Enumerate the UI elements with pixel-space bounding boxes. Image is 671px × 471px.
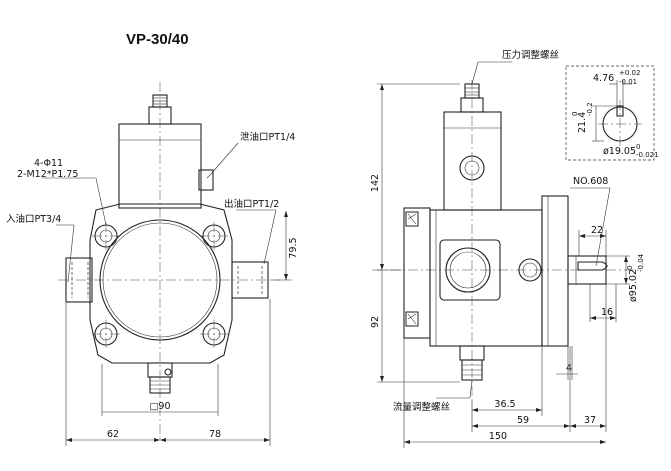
label-drain-port: 泄油口PT1/4 [240, 131, 295, 143]
label-inlet-port: 入油口PT3/4 [6, 213, 61, 225]
inlet-port-boss [65, 257, 93, 303]
main-bore [99, 219, 221, 341]
side-shaft [567, 255, 607, 285]
key-diameter: ø19.05 [603, 146, 636, 157]
dim-37: 37 [584, 415, 596, 426]
outlet-port-boss [231, 261, 269, 299]
side-mount-flange [541, 195, 569, 347]
key-diameter-tol-lower: -0.021 [636, 151, 659, 159]
dim-4: 4 [566, 363, 572, 374]
label-thread: 2-M12*P1.75 [17, 169, 78, 180]
label-pressure-screw: 压力调整螺丝 [502, 49, 559, 61]
key-width: 4.76 [593, 73, 614, 84]
key-width-tol-upper: +0.02 [619, 69, 640, 77]
dim-59: 59 [517, 415, 529, 426]
dim-79-5: 79.5 [288, 237, 299, 258]
mounting-holes [92, 222, 228, 348]
front-body-outline [89, 203, 233, 364]
key-height-tol-upper: 0 [571, 112, 579, 116]
drawing-title: VP-30/40 [126, 31, 189, 48]
dim-142: 142 [370, 174, 381, 192]
front-view: 79.5 □90 62 78 泄油口PT1/4 4-Φ11 2-M12*P1.7… [6, 82, 299, 446]
side-key [577, 261, 608, 271]
dim-78: 78 [209, 429, 221, 440]
dim-shaft-tol-upper: 0 [626, 266, 634, 270]
drain-port-boss [198, 169, 214, 191]
dim-square-90: □90 [149, 401, 170, 412]
side-body [429, 209, 543, 347]
key-width-tol-lower: -0.01 [619, 78, 637, 86]
dim-92: 92 [370, 316, 381, 328]
label-key-no: NO.608 [573, 176, 608, 187]
side-flange [403, 207, 431, 339]
dim-16: 16 [601, 307, 613, 318]
key-diameter-tol-upper: 0 [636, 143, 640, 151]
key-height-tol-lower: -0.2 [586, 102, 594, 116]
dim-62: 62 [107, 429, 119, 440]
key-height: 21.4 [577, 112, 588, 133]
side-outlet-circle [445, 247, 491, 293]
dim-22: 22 [591, 225, 603, 236]
label-outlet-port: 出油口PT1/2 [224, 198, 279, 210]
dim-shaft-tol-lower: -0.04 [637, 253, 645, 272]
label-holes: 4-Φ11 [34, 158, 63, 169]
dim-150: 150 [489, 431, 507, 442]
side-view: 压力调整螺丝 流量调整螺丝 NO.608 142 92 22 ø95.02 0 [370, 49, 645, 448]
dim-shaft-dia: ø95.02 [628, 269, 639, 302]
side-drain-port [459, 155, 485, 181]
key-detail: 4.76 +0.02 -0.01 21.4 0 -0.2 ø19.05 0 -0… [565, 65, 659, 161]
dim-36-5: 36.5 [494, 399, 515, 410]
label-flow-screw: 流量调整螺丝 [393, 401, 450, 413]
